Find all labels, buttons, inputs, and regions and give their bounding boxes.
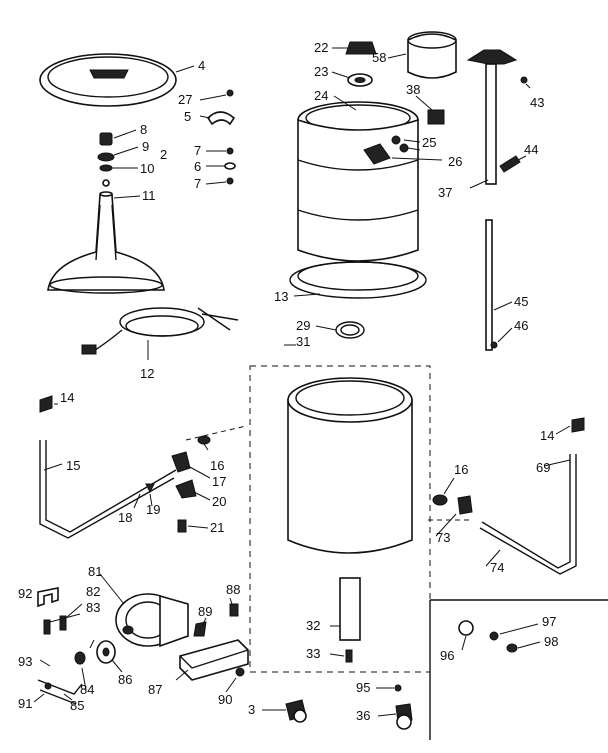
part-label: 14 xyxy=(540,428,554,443)
part-label: 85 xyxy=(70,698,84,713)
part-label: 36 xyxy=(356,708,370,723)
part-label: 19 xyxy=(146,502,160,517)
fill-cap-assembly xyxy=(331,31,457,87)
part-label: 8 xyxy=(140,122,147,137)
part-label: 74 xyxy=(490,560,504,575)
part-label: 95 xyxy=(356,680,370,695)
part-label: 73 xyxy=(436,530,450,545)
agitator-clip xyxy=(199,89,236,126)
power-cord xyxy=(81,307,239,360)
part-label: 89 xyxy=(198,604,212,619)
agitator xyxy=(47,191,165,294)
caster-detail xyxy=(429,599,608,740)
part-label: 81 xyxy=(88,564,102,579)
part-label: 93 xyxy=(18,654,32,669)
part-label: 83 xyxy=(86,600,100,615)
part-label: 84 xyxy=(80,682,94,697)
part-label: 7 xyxy=(194,176,201,191)
part-label: 5 xyxy=(184,109,191,124)
part-label: 29 xyxy=(296,318,310,333)
part-label: 97 xyxy=(542,614,556,629)
part-label: 20 xyxy=(212,494,226,509)
part-label: 26 xyxy=(448,154,462,169)
part-label: 7 xyxy=(194,143,201,158)
part-label: 3 xyxy=(248,702,255,717)
part-label: 25 xyxy=(422,135,436,150)
part-label: 92 xyxy=(18,586,32,601)
part-label: 37 xyxy=(438,185,452,200)
part-label: 38 xyxy=(406,82,420,97)
part-label: 14 xyxy=(60,390,74,405)
part-label: 44 xyxy=(524,142,538,157)
motor-assembly xyxy=(33,573,189,705)
part-label: 18 xyxy=(118,510,132,525)
part-label: 98 xyxy=(544,634,558,649)
part-label: 32 xyxy=(306,618,320,633)
part-label: 4 xyxy=(198,58,205,73)
part-label: 10 xyxy=(140,161,154,176)
part-label: 87 xyxy=(148,682,162,697)
part-label: 16 xyxy=(210,458,224,473)
part-label: 16 xyxy=(454,462,468,477)
part-label: 96 xyxy=(440,648,454,663)
washer-nut-set xyxy=(205,147,236,185)
part-label: 45 xyxy=(514,294,528,309)
part-label: 24 xyxy=(314,88,328,103)
inner-tub-group xyxy=(249,344,431,673)
washer-lid xyxy=(39,53,195,107)
part-label: 69 xyxy=(536,460,550,475)
part-number-labels: 4 27 5 8 9 2 10 7 6 7 11 12 22 23 58 24 … xyxy=(18,40,558,723)
part-label: 6 xyxy=(194,159,201,174)
motor-mount-bracket xyxy=(175,597,249,693)
part-label: 22 xyxy=(314,40,328,55)
agitator-cap-stack xyxy=(97,129,139,187)
leveling-feet xyxy=(262,684,413,730)
part-label: 31 xyxy=(296,334,310,349)
tub-gasket xyxy=(315,321,365,339)
part-label: 21 xyxy=(210,520,224,535)
fill-hose-assembly xyxy=(428,417,585,575)
part-label: 9 xyxy=(142,139,149,154)
part-label: 27 xyxy=(178,92,192,107)
part-label: 17 xyxy=(212,474,226,489)
part-label: 13 xyxy=(274,289,288,304)
tub-brackets xyxy=(391,95,445,161)
riser-pipe xyxy=(466,49,531,189)
part-label: 33 xyxy=(306,646,320,661)
part-label: 88 xyxy=(226,582,240,597)
part-label: 43 xyxy=(530,95,544,110)
part-label: 2 xyxy=(160,147,167,162)
part-label: 46 xyxy=(514,318,528,333)
drain-hose-assembly xyxy=(39,395,247,539)
part-label: 86 xyxy=(118,672,132,687)
part-label: 23 xyxy=(314,64,328,79)
part-label: 91 xyxy=(18,696,32,711)
part-label: 82 xyxy=(86,584,100,599)
part-label: 15 xyxy=(66,458,80,473)
part-label: 11 xyxy=(142,188,156,203)
outer-tub xyxy=(289,95,427,299)
part-label: 12 xyxy=(140,366,154,381)
support-rod xyxy=(485,219,513,351)
part-label: 90 xyxy=(218,692,232,707)
part-label: 58 xyxy=(372,50,386,65)
